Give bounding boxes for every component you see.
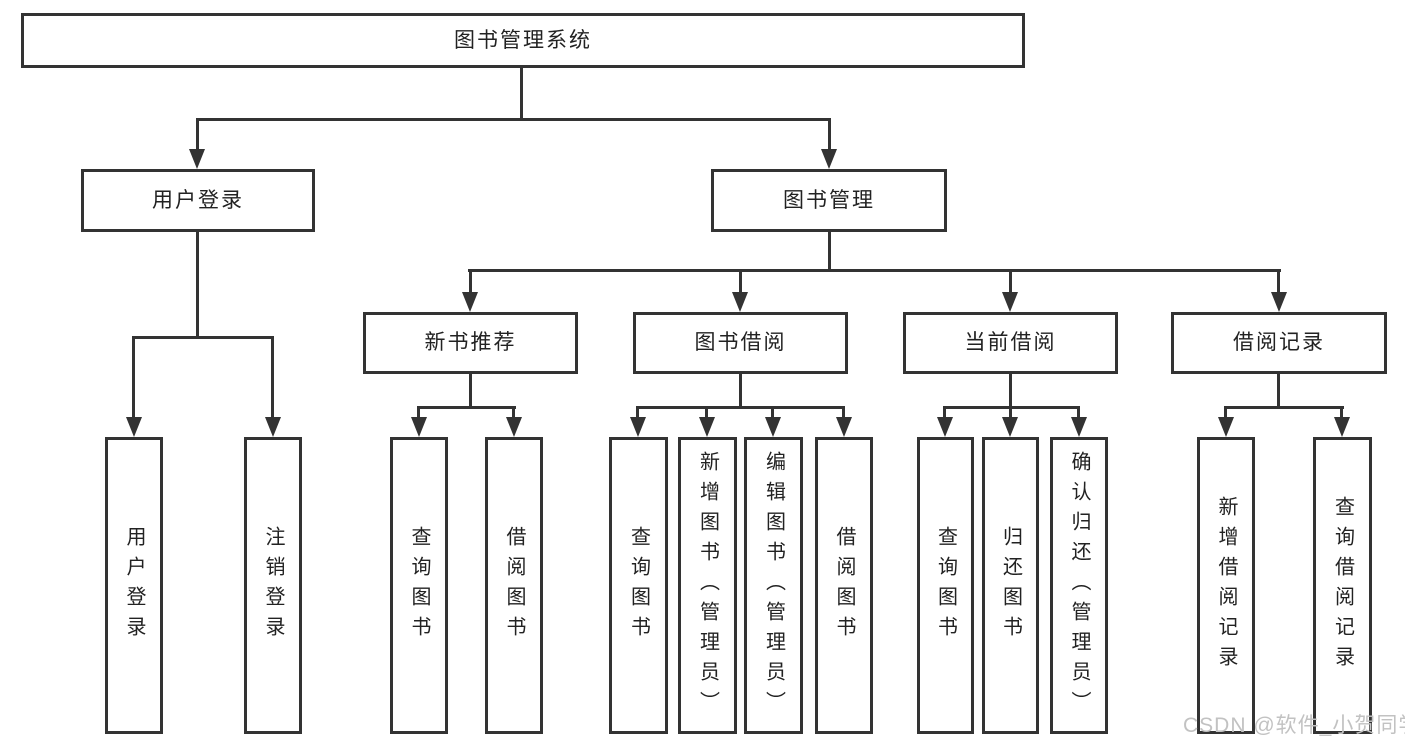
arrow-down-icon xyxy=(821,149,837,169)
connector-level2-branch xyxy=(196,118,831,121)
connector-drop-book-management xyxy=(828,118,831,151)
leaf-add-book-admin: 新增图书（管理员） xyxy=(678,437,737,734)
connector-drop xyxy=(1340,406,1343,418)
leaf-borrow-books-label: 借阅图书 xyxy=(833,525,855,646)
node-current-borrow: 当前借阅 xyxy=(903,312,1118,374)
connector-drop xyxy=(1077,406,1080,418)
leaf-query-borrow-record-label: 查询借阅记录 xyxy=(1331,495,1354,676)
watermark: CSDN @软件_小贺同学 xyxy=(1183,714,1405,737)
connector-drop-book-borrow xyxy=(739,269,742,293)
leaf-return-book-label: 归还图书 xyxy=(999,525,1022,646)
connector-borrow-records-branch xyxy=(1224,406,1344,409)
leaf-add-borrow-record: 新增借阅记录 xyxy=(1197,437,1255,734)
connector-drop xyxy=(1224,406,1227,418)
leaf-query-books-recommend-label: 查询图书 xyxy=(408,525,430,646)
leaf-edit-book-admin-label: 编辑图书（管理员） xyxy=(762,450,785,721)
arrow-down-icon xyxy=(1002,292,1018,312)
node-root-label: 图书管理系统 xyxy=(454,28,592,52)
arrow-down-icon xyxy=(630,417,646,437)
leaf-logout-label: 注销登录 xyxy=(262,525,284,646)
leaf-query-books-current-label: 查询图书 xyxy=(934,525,957,646)
connector-drop xyxy=(417,406,420,418)
connector-current-borrow-stem xyxy=(1009,374,1012,409)
arrow-down-icon xyxy=(1071,417,1087,437)
arrow-down-icon xyxy=(1218,417,1234,437)
leaf-return-book: 归还图书 xyxy=(982,437,1039,734)
arrow-down-icon xyxy=(1002,417,1018,437)
arrow-down-icon xyxy=(836,417,852,437)
connector-book-management-stem xyxy=(828,232,831,272)
node-borrow-records: 借阅记录 xyxy=(1171,312,1387,374)
connector-drop xyxy=(943,406,946,418)
leaf-query-books-current: 查询图书 xyxy=(917,437,974,734)
leaf-logout: 注销登录 xyxy=(244,437,302,734)
connector-drop-leaf-user-login xyxy=(132,336,135,418)
arrow-down-icon xyxy=(732,292,748,312)
connector-drop-user-login xyxy=(196,118,199,151)
leaf-confirm-return-admin: 确认归还（管理员） xyxy=(1050,437,1108,734)
connector-book-borrow-branch xyxy=(636,406,845,409)
arrow-down-icon xyxy=(699,417,715,437)
leaf-borrow-books-recommend-label: 借阅图书 xyxy=(503,525,525,646)
connector-drop-borrow-records xyxy=(1277,269,1280,293)
connector-drop xyxy=(705,406,708,418)
leaf-query-books-recommend: 查询图书 xyxy=(390,437,448,734)
leaf-query-books-borrow: 查询图书 xyxy=(609,437,668,734)
node-new-book-recommend: 新书推荐 xyxy=(363,312,578,374)
connector-drop xyxy=(771,406,774,418)
node-book-borrow-label: 图书借阅 xyxy=(694,331,787,355)
arrow-down-icon xyxy=(765,417,781,437)
leaf-add-borrow-record-label: 新增借阅记录 xyxy=(1215,495,1237,676)
connector-drop xyxy=(842,406,845,418)
leaf-borrow-books-recommend: 借阅图书 xyxy=(485,437,543,734)
connector-borrow-records-stem xyxy=(1277,374,1280,409)
node-current-borrow-label: 当前借阅 xyxy=(964,331,1057,355)
connector-drop xyxy=(636,406,639,418)
leaf-user-login-label: 用户登录 xyxy=(123,525,145,646)
arrow-down-icon xyxy=(265,417,281,437)
connector-level3-branch xyxy=(468,269,1281,272)
leaf-add-book-admin-label: 新增图书（管理员） xyxy=(696,450,719,721)
arrow-down-icon xyxy=(462,292,478,312)
connector-user-login-branch xyxy=(132,336,274,339)
leaf-query-books-borrow-label: 查询图书 xyxy=(627,525,650,646)
arrow-down-icon xyxy=(411,417,427,437)
node-book-borrow: 图书借阅 xyxy=(633,312,848,374)
node-book-management: 图书管理 xyxy=(711,169,947,232)
connector-drop xyxy=(512,406,515,418)
node-book-management-label: 图书管理 xyxy=(783,188,875,212)
node-root: 图书管理系统 xyxy=(21,13,1025,68)
node-user-login-label: 用户登录 xyxy=(152,188,244,212)
arrow-down-icon xyxy=(1334,417,1350,437)
node-user-login: 用户登录 xyxy=(81,169,315,232)
connector-drop xyxy=(1009,406,1012,418)
leaf-confirm-return-admin-label: 确认归还（管理员） xyxy=(1068,450,1090,721)
arrow-down-icon xyxy=(126,417,142,437)
leaf-edit-book-admin: 编辑图书（管理员） xyxy=(744,437,803,734)
node-borrow-records-label: 借阅记录 xyxy=(1233,331,1325,355)
connector-new-book-recommend-branch xyxy=(417,406,516,409)
arrow-down-icon xyxy=(937,417,953,437)
leaf-user-login: 用户登录 xyxy=(105,437,163,734)
connector-drop-new-book-recommend xyxy=(469,269,472,293)
arrow-down-icon xyxy=(189,149,205,169)
connector-drop-current-borrow xyxy=(1009,269,1012,293)
connector-user-login-stem xyxy=(196,232,199,339)
connector-book-borrow-stem xyxy=(739,374,742,409)
node-new-book-recommend-label: 新书推荐 xyxy=(424,331,517,355)
connector-new-book-recommend-stem xyxy=(469,374,472,409)
connector-drop-leaf-logout xyxy=(271,336,274,418)
arrow-down-icon xyxy=(506,417,522,437)
connector-root-stem xyxy=(520,68,523,120)
arrow-down-icon xyxy=(1271,292,1287,312)
leaf-query-borrow-record: 查询借阅记录 xyxy=(1313,437,1372,734)
leaf-borrow-books: 借阅图书 xyxy=(815,437,873,734)
